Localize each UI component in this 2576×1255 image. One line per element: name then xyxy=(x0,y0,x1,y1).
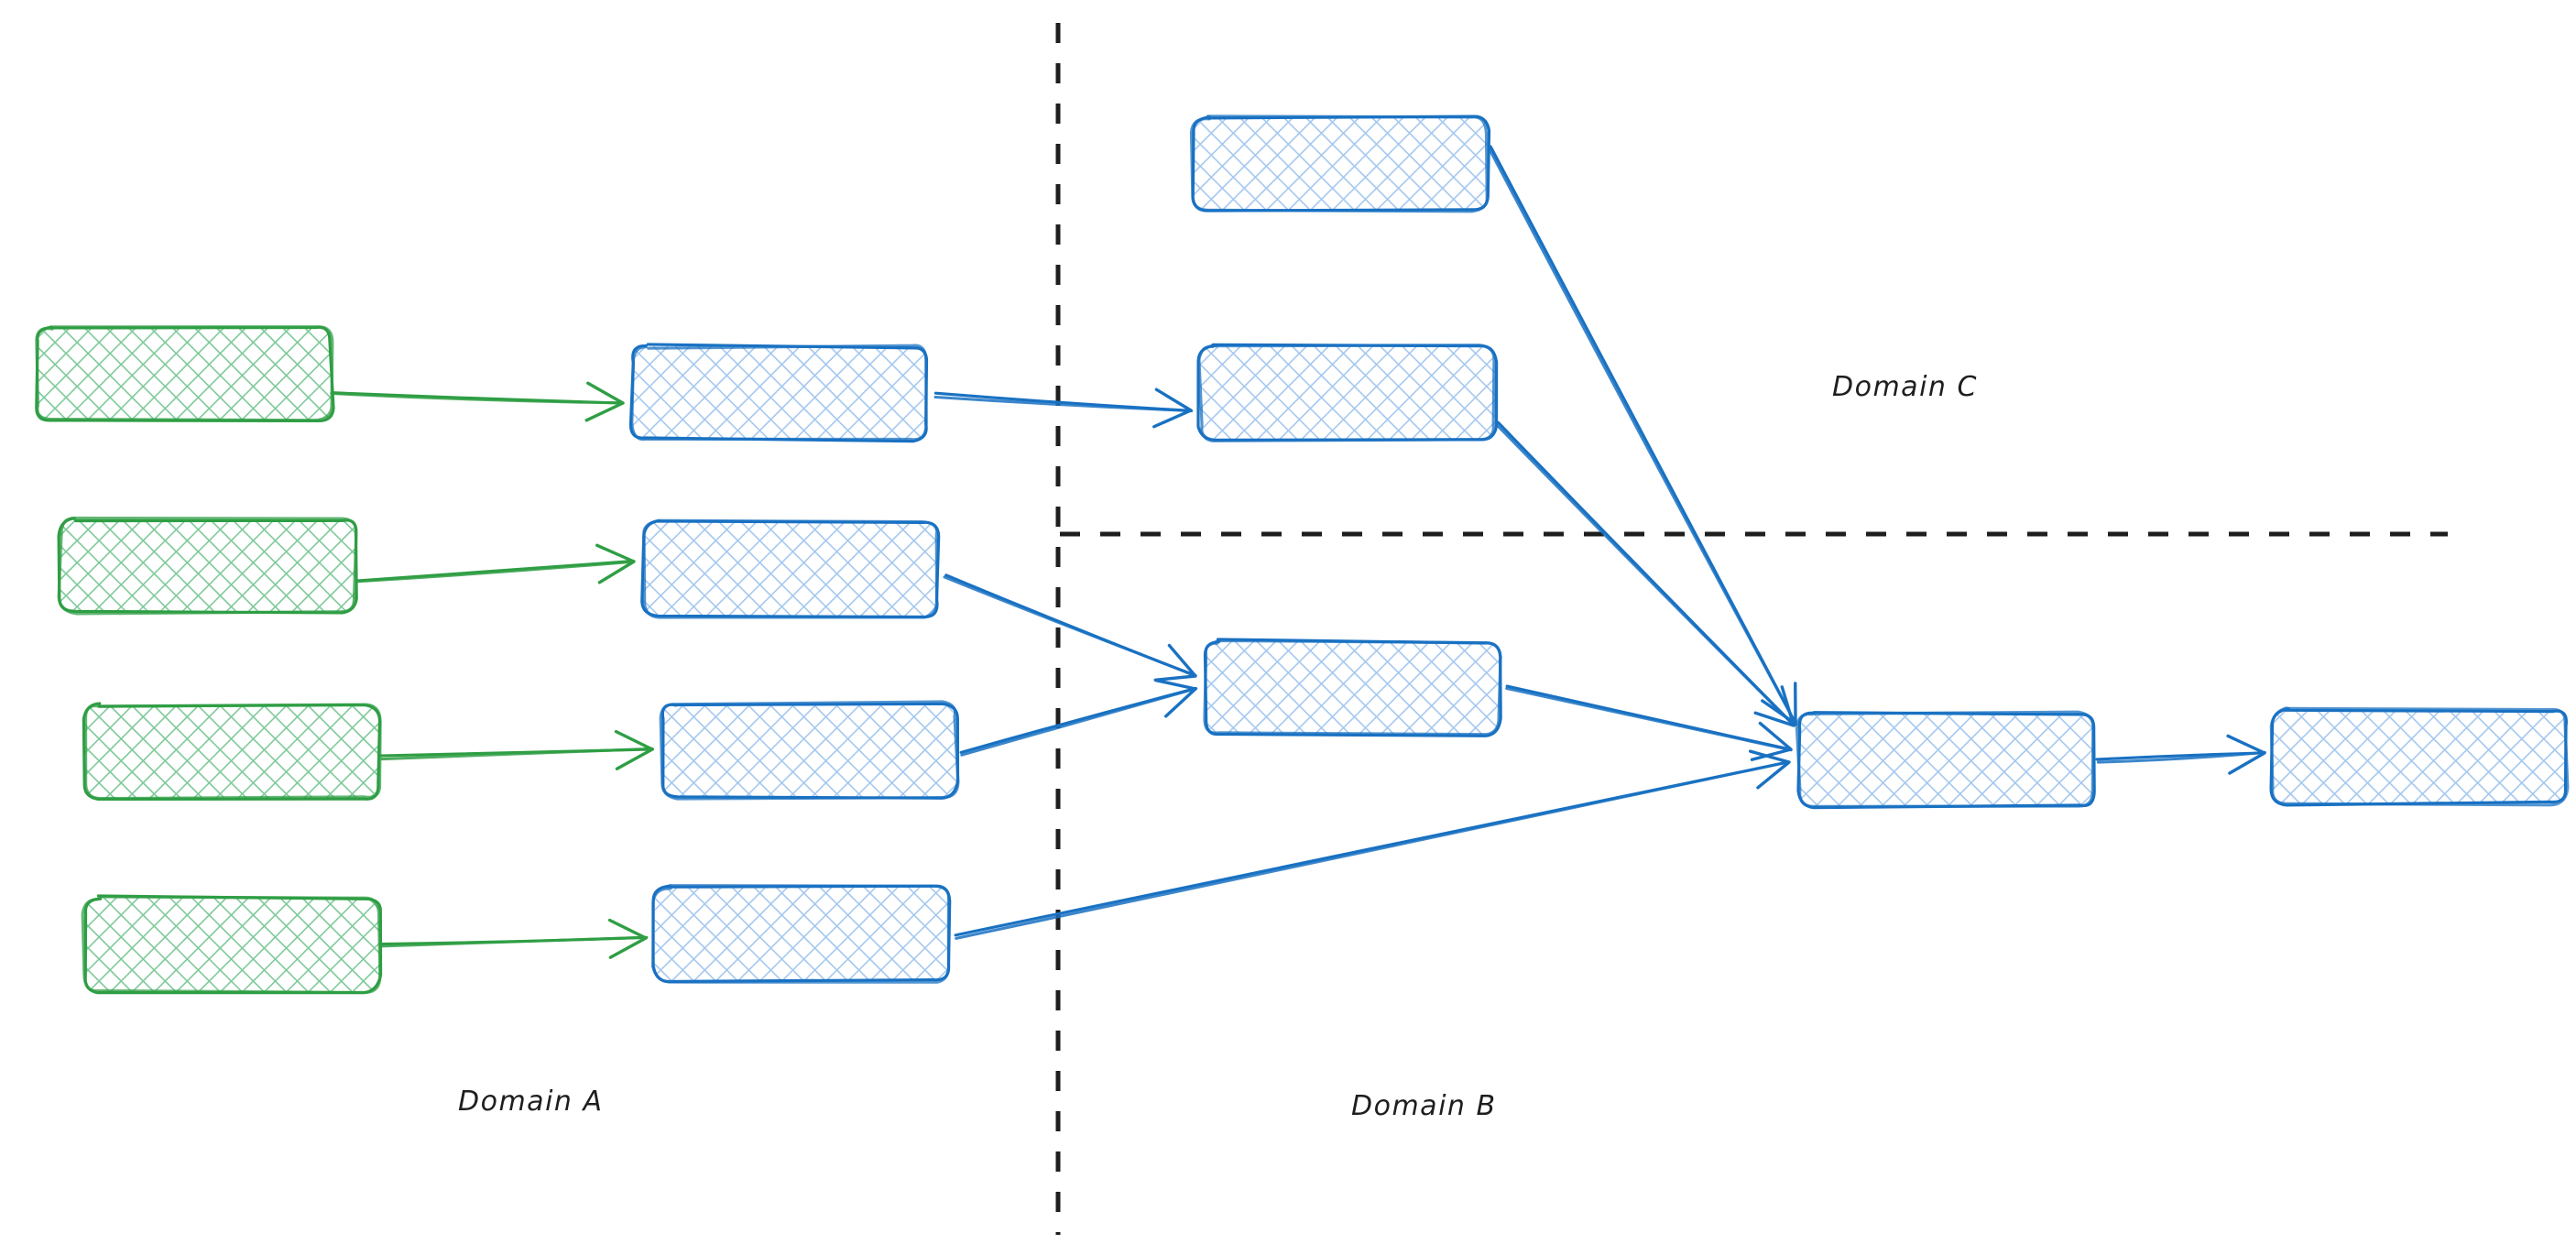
edge-e-b2-b3[interactable] xyxy=(2095,734,2266,775)
edge-e-m3-b1[interactable] xyxy=(959,678,1198,757)
node-b2[interactable] xyxy=(1795,710,2096,810)
node-c1[interactable] xyxy=(1189,115,1491,213)
edge-e-a3-m3[interactable] xyxy=(378,729,654,770)
edge-e-m2-b1[interactable] xyxy=(943,573,1197,682)
domain-label-a: Domain A xyxy=(458,1086,604,1118)
edge-e-m1-c2[interactable] xyxy=(933,387,1194,429)
node-b1[interactable] xyxy=(1203,638,1502,737)
edge-e-a4-m4[interactable] xyxy=(379,918,649,959)
node-a2[interactable] xyxy=(57,516,358,616)
edge-e-a1-m1[interactable] xyxy=(330,381,625,422)
node-a1[interactable] xyxy=(35,325,335,423)
node-c2[interactable] xyxy=(1196,343,1499,442)
node-b3[interactable] xyxy=(2269,706,2570,807)
domain-label-c: Domain C xyxy=(1832,371,1978,403)
domain-label-b: Domain B xyxy=(1351,1090,1497,1122)
node-m1[interactable] xyxy=(628,343,929,443)
node-m3[interactable] xyxy=(659,700,960,801)
node-m2[interactable] xyxy=(640,518,941,619)
edge-e-c2-b2[interactable] xyxy=(1496,420,1796,727)
node-layer xyxy=(35,115,2570,995)
edge-e-m4-b2[interactable] xyxy=(954,749,1791,940)
node-a4[interactable] xyxy=(81,894,383,995)
edge-e-a2-m2[interactable] xyxy=(355,543,636,584)
node-a3[interactable] xyxy=(82,702,382,801)
edge-layer xyxy=(330,145,2266,959)
edge-e-c1-b2[interactable] xyxy=(1487,145,1798,726)
edge-e-b1-b2[interactable] xyxy=(1505,684,1793,761)
divider-layer xyxy=(1055,23,2448,1235)
node-m4[interactable] xyxy=(651,884,952,984)
